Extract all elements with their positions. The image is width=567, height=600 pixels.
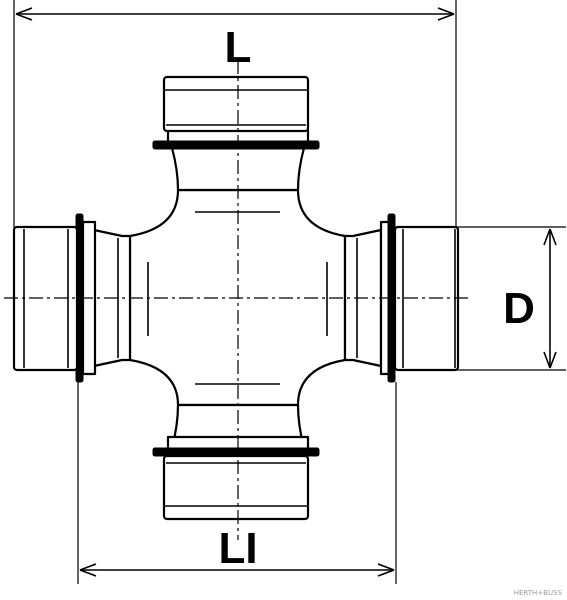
dimension-li-label: LI (218, 524, 257, 573)
dimension-d-label: D (503, 284, 535, 333)
top-seal-ring (152, 140, 320, 150)
right-bearing (343, 213, 460, 383)
dimension-li (77, 382, 397, 584)
left-bearing (12, 213, 132, 383)
dimension-d (456, 226, 566, 371)
bottom-bearing (152, 403, 320, 521)
dimension-l (13, 0, 457, 228)
bottom-seal-ring (152, 447, 320, 457)
top-bearing (152, 75, 320, 192)
watermark-text: HERTH+BUSS (514, 589, 563, 597)
dimension-l-label: L (225, 23, 252, 72)
